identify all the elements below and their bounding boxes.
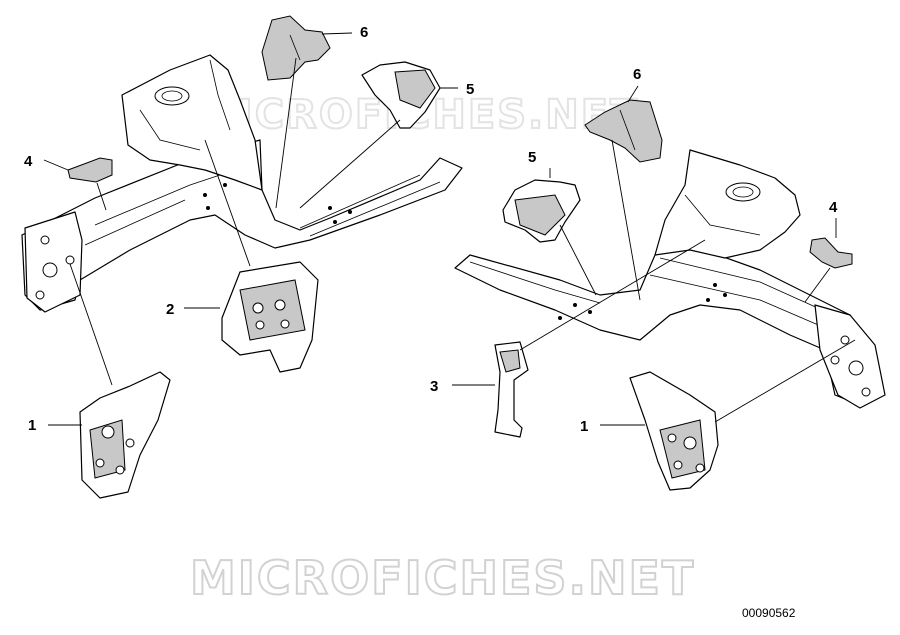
left-rail-end-plate: [24, 211, 83, 313]
right-part-4-bracket: [809, 237, 853, 269]
left-strut-tower: [121, 54, 263, 191]
left-assembly: [21, 15, 463, 499]
callout-left-2: 2: [166, 301, 174, 318]
left-part-4-bracket: [67, 157, 113, 183]
callout-left-5: 5: [466, 81, 474, 98]
right-part-6-mount: [584, 99, 663, 163]
callout-right-4: 4: [829, 199, 838, 216]
callout-left-6: 6: [360, 24, 368, 41]
callout-right-5: 5: [528, 149, 536, 166]
right-strut-tower: [654, 149, 801, 259]
callout-right-1: 1: [580, 418, 588, 435]
left-part-6-mount: [261, 15, 331, 81]
watermark-bottom: MICROFICHES.NET: [190, 551, 695, 605]
callout-right-3: 3: [430, 378, 438, 395]
document-number: 00090562: [742, 606, 796, 620]
right-rail-end-plate: [814, 304, 886, 409]
callout-left-4: 4: [24, 153, 33, 170]
right-front-rail: [454, 244, 881, 406]
callout-left-1: 1: [28, 417, 36, 434]
right-assembly: [452, 85, 886, 491]
callout-right-6: 6: [633, 66, 641, 83]
